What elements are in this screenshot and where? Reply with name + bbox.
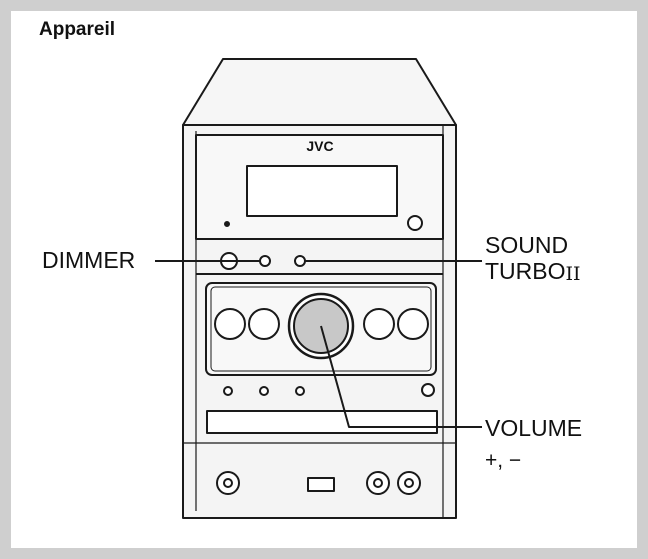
diagram-panel: Appareil bbox=[11, 11, 637, 548]
device-top-cabinet bbox=[182, 58, 457, 126]
sound-turbo-button bbox=[294, 255, 306, 267]
volume-leader-line bbox=[320, 325, 482, 428]
sound-turbo-label-line2: TURBOII bbox=[485, 258, 581, 285]
sound-turbo-label-line1: SOUND bbox=[485, 232, 569, 258]
display-window bbox=[246, 165, 398, 217]
volume-label: VOLUME bbox=[485, 415, 583, 441]
small-button-4 bbox=[421, 383, 435, 397]
brand-logo: JVC bbox=[306, 138, 333, 154]
cd-slot bbox=[206, 410, 438, 434]
small-button-2 bbox=[259, 386, 269, 396]
sound-turbo-roman-numeral: II bbox=[565, 263, 581, 285]
eject-button bbox=[407, 215, 423, 231]
dimmer-label: DIMMER bbox=[42, 247, 136, 273]
micro-system-diagram: JVC bbox=[155, 58, 482, 519]
small-button-1 bbox=[223, 386, 233, 396]
volume-plus-minus-label: +, − bbox=[485, 449, 522, 472]
button-2 bbox=[248, 308, 280, 340]
section-title: Appareil bbox=[39, 19, 116, 40]
standby-indicator bbox=[224, 221, 230, 227]
button-3 bbox=[363, 308, 395, 340]
button-1 bbox=[214, 308, 246, 340]
small-button-3 bbox=[295, 386, 305, 396]
dimmer-button bbox=[259, 255, 271, 267]
button-4 bbox=[397, 308, 429, 340]
usb-port bbox=[307, 477, 335, 492]
